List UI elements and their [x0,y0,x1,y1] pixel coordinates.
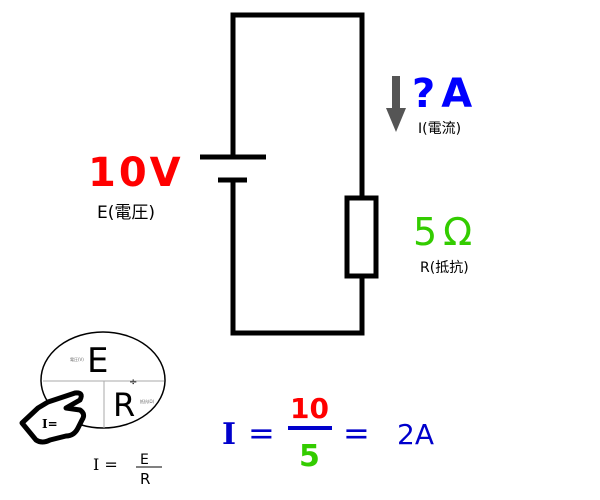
voltage-label: E(電圧) [97,203,155,223]
formula-lhs: I = [93,455,118,474]
current-label: I(電流) [418,121,461,137]
mnemonic-e: E [87,341,108,381]
equation-equals-2: = [343,414,370,452]
equation-numerator: 10 [290,392,329,425]
voltage-value: 10V [88,150,184,196]
mnemonic-bottom-note: 抵抗(Ω) [140,398,155,404]
resistance-label: R(抵抗) [420,260,469,276]
resistor [344,195,379,279]
equation-lhs: I [222,417,236,452]
equation-result: 2A [397,418,434,451]
wire-top [230,12,365,198]
mnemonic-top-note: 電圧(V) [70,357,84,362]
wire-bottom [230,180,365,336]
equation-denominator: 5 [299,439,320,474]
resistance-value: 5Ω [413,210,478,254]
formula-denominator: R [140,470,150,488]
equation-fraction-bar [288,426,332,430]
equation-equals-1: = [248,414,275,452]
pointing-hand-icon: I= [19,390,87,445]
formula-numerator: E [140,452,149,468]
mnemonic-r: R [113,386,135,424]
current-arrow-icon [386,76,406,132]
current-value: ?A [412,71,478,117]
mnemonic-divide: ÷ [129,377,137,388]
circuit [200,12,379,336]
hand-text: I= [42,417,58,431]
